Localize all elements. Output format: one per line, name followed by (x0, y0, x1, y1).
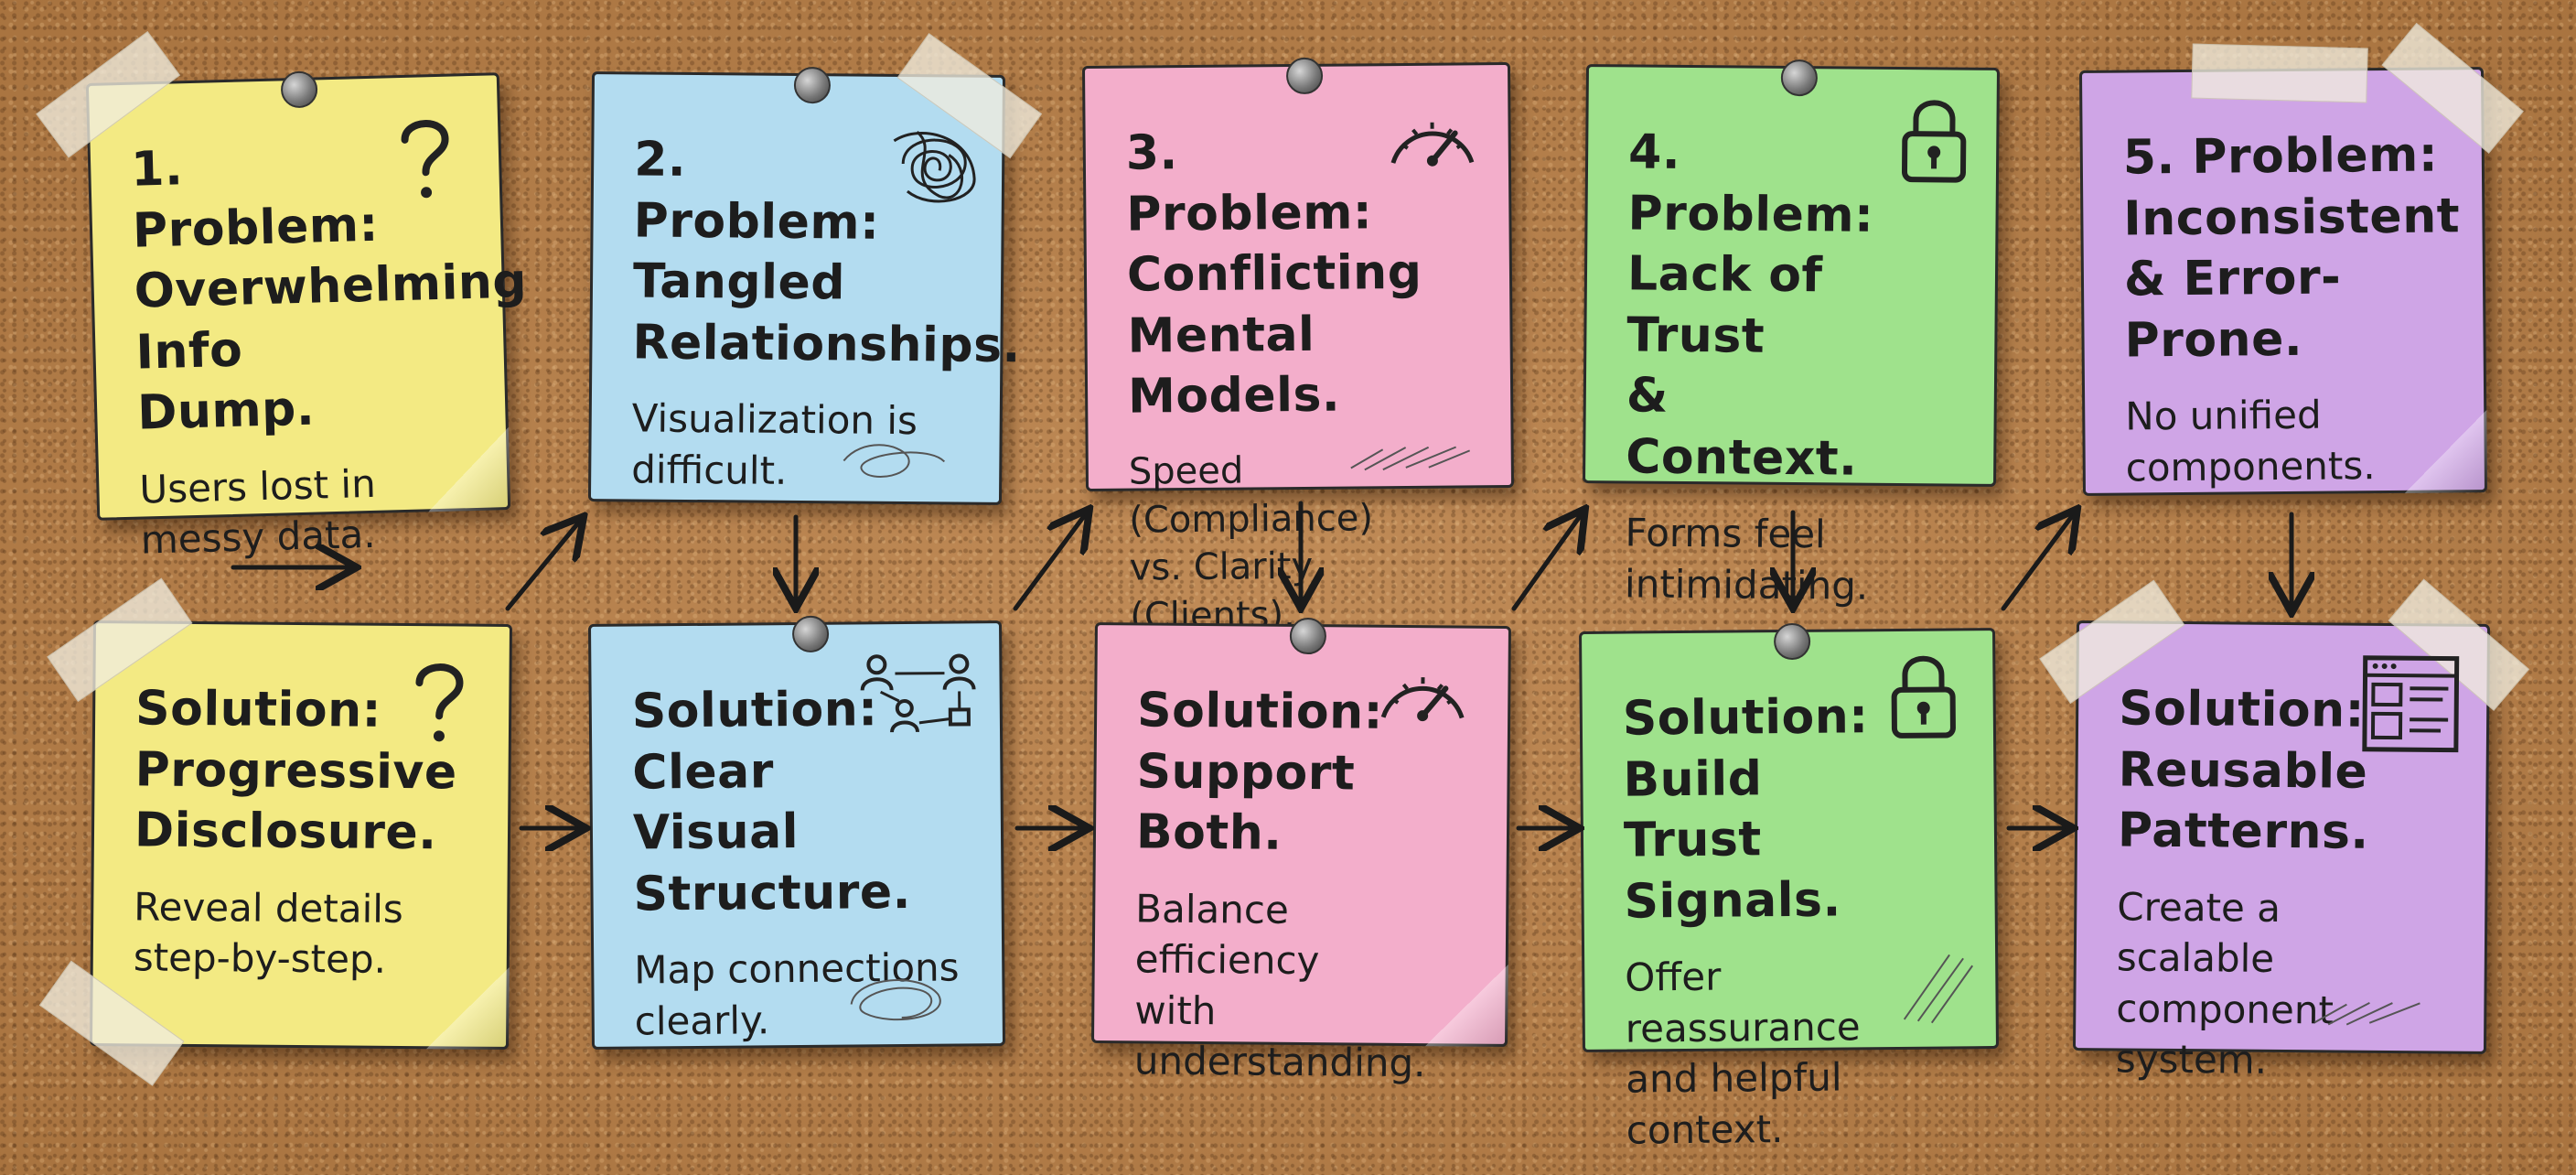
speedometer-icon (1380, 677, 1465, 722)
arrow-diagonal-up (1013, 512, 1087, 611)
arrow-diagonal-up (505, 520, 581, 611)
pencil-scribble (1350, 446, 1471, 471)
problem-note-4: 4. Problem:Lack of Trust& Context. Forms… (1583, 59, 2000, 608)
solution-note-3: Solution:Support Both. Balance efficienc… (1091, 617, 1511, 1085)
speedometer-icon (1390, 122, 1475, 167)
tangled-scribble-icon (893, 130, 976, 203)
question-mark-icon (401, 120, 449, 199)
padlock-icon (1901, 100, 1967, 183)
browser-window-icon (2362, 655, 2460, 753)
arrow-diagonal-up (2001, 512, 2075, 611)
arrow-diagonal-up (1511, 512, 1583, 611)
pencil-scribble (1903, 954, 1974, 1024)
pencil-scribble (850, 979, 941, 1021)
pencil-scribble (2313, 1001, 2420, 1026)
padlock-icon (1891, 655, 1956, 738)
network-people-icon (860, 653, 976, 733)
pencil-scribble (843, 444, 946, 478)
question-mark-icon (415, 663, 464, 742)
